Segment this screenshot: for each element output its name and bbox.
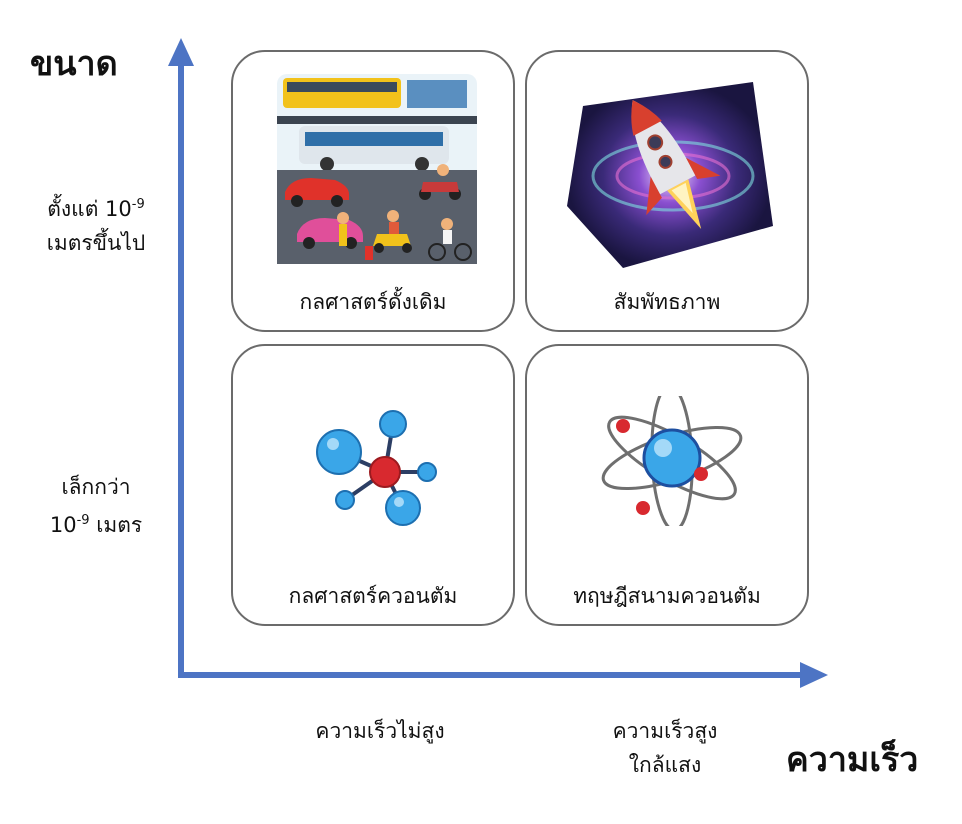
card-title-classical-mechanics: กลศาสตร์ดั้งเดิม (299, 290, 447, 314)
y-label-small-base: 10 (49, 513, 77, 537)
y-label-large-line2: เมตรขึ้นไป (46, 231, 146, 255)
x-axis-arrow (800, 662, 828, 688)
y-label-small-suffix: เมตร (89, 513, 143, 537)
y-label-large-exponent: -9 (131, 197, 145, 212)
y-axis-arrow (168, 38, 194, 66)
card-title-quantum-mechanics: กลศาสตร์ควอนตัม (288, 584, 458, 608)
y-label-large-text: ตั้งแต่ 10 (47, 197, 132, 221)
y-label-small-exponent: -9 (76, 513, 90, 528)
y-label-large: ตั้งแต่ 10-9 เมตรขึ้นไป (26, 188, 166, 260)
card-title-quantum-field-theory: ทฤษฎีสนามควอนตัม (573, 584, 761, 608)
y-label-small-line1: เล็กกว่า (61, 475, 131, 499)
x-axis-title: ความเร็ว (786, 740, 919, 780)
x-label-low-speed: ความเร็วไม่สูง (315, 719, 445, 743)
y-axis-title: ขนาด (30, 44, 118, 84)
x-label-high-speed: ความเร็วสูง ใกล้แสง (565, 714, 765, 782)
card-relativity: สัมพัทธภาพ (525, 50, 809, 332)
card-quantum-mechanics: กลศาสตร์ควอนตัม (231, 344, 515, 626)
x-label-high-speed-line1: ความเร็วสูง (612, 719, 718, 743)
card-title-relativity: สัมพัทธภาพ (613, 290, 721, 314)
city-traffic-illustration (277, 74, 477, 264)
atom-illustration (601, 396, 743, 526)
y-label-small: เล็กกว่า 10-9 เมตร (26, 470, 166, 542)
molecule-illustration (316, 410, 437, 526)
rocket-galaxy-illustration (567, 82, 773, 268)
x-label-high-speed-line2: ใกล้แสง (628, 753, 702, 777)
card-classical-mechanics: กลศาสตร์ดั้งเดิม (231, 50, 515, 332)
card-quantum-field-theory: ทฤษฎีสนามควอนตัม (525, 344, 809, 626)
